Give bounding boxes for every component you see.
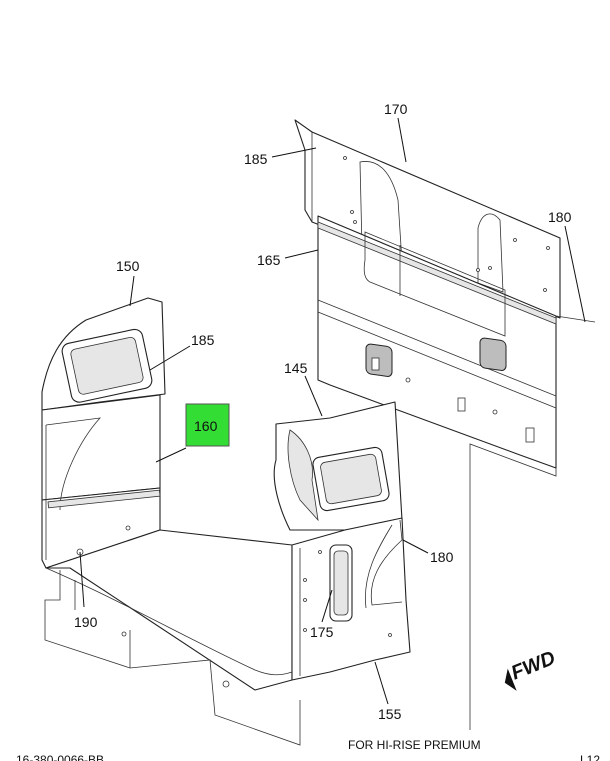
rear-wall-assembly bbox=[294, 119, 596, 730]
callout-160-highlight bbox=[185, 403, 230, 447]
callout-150: 150 bbox=[116, 258, 140, 274]
leader-lines bbox=[79, 117, 586, 705]
left-lower-panel bbox=[41, 394, 161, 501]
footer-ref-right: L12 bbox=[580, 753, 600, 761]
callout-180-right: 180 bbox=[548, 209, 572, 225]
lower-panel-curve bbox=[370, 519, 403, 606]
callout-185-left: 185 bbox=[191, 332, 215, 348]
callout-170: 170 bbox=[384, 101, 408, 117]
rear-rail-strip bbox=[317, 221, 557, 325]
rear-window-opening bbox=[363, 231, 506, 337]
fwd-label: FWD bbox=[508, 647, 558, 684]
callout-165: 165 bbox=[257, 252, 281, 268]
fwd-indicator: FWD bbox=[504, 647, 559, 691]
left-wall-assembly bbox=[41, 297, 166, 569]
rear-speaker-right bbox=[479, 337, 507, 371]
right-side-assembly bbox=[273, 401, 411, 681]
footer-note: FOR HI-RISE PREMIUM bbox=[348, 738, 481, 752]
callout-190: 190 bbox=[74, 614, 98, 630]
callout-155: 155 bbox=[378, 706, 402, 722]
floor-outline bbox=[44, 529, 301, 746]
footer-ref-left: 16-380-0066-BB bbox=[16, 753, 104, 761]
callout-160: 160 bbox=[194, 418, 218, 434]
callout-185-top: 185 bbox=[244, 151, 268, 167]
upper-panel-cutout-right bbox=[477, 213, 504, 293]
upper-panel-cutout-left bbox=[359, 161, 403, 263]
callout-180-lower: 180 bbox=[430, 549, 454, 565]
fwd-arrow-icon bbox=[504, 668, 517, 691]
callout-175: 175 bbox=[310, 624, 334, 640]
callout-145: 145 bbox=[284, 360, 308, 376]
